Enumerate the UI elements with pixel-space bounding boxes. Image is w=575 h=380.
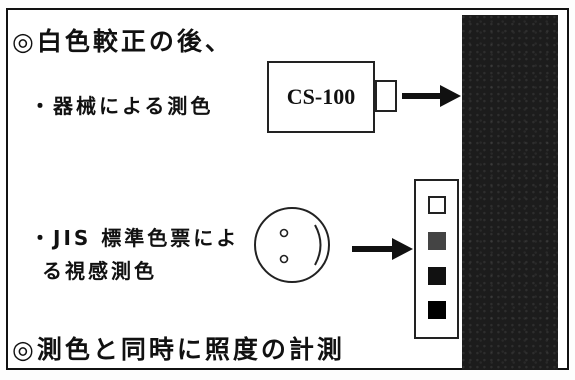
dark-sample-panel bbox=[462, 15, 558, 370]
item-instrument-measurement: ・器械による測色 bbox=[30, 94, 214, 118]
item-visual-measurement-line1: ・JIS 標準色票によ bbox=[30, 226, 240, 250]
color-swatch bbox=[428, 301, 446, 319]
color-swatch bbox=[428, 267, 446, 285]
heading-white-calibration: ◎白色較正の後、 bbox=[12, 27, 233, 56]
item-visual-measurement-line2: る視感測色 bbox=[42, 259, 157, 283]
color-swatch bbox=[428, 232, 446, 250]
arrow-right-icon bbox=[402, 85, 461, 107]
face-icon bbox=[254, 207, 330, 283]
device-lens bbox=[375, 80, 397, 112]
jis-color-chart bbox=[414, 179, 459, 339]
colorimeter-device: CS-100 bbox=[267, 61, 375, 133]
arrow-right-icon bbox=[352, 238, 413, 260]
color-swatch bbox=[428, 196, 446, 214]
heading-illuminance-measurement: ◎測色と同時に照度の計測 bbox=[12, 335, 345, 364]
device-label: CS-100 bbox=[286, 84, 356, 109]
